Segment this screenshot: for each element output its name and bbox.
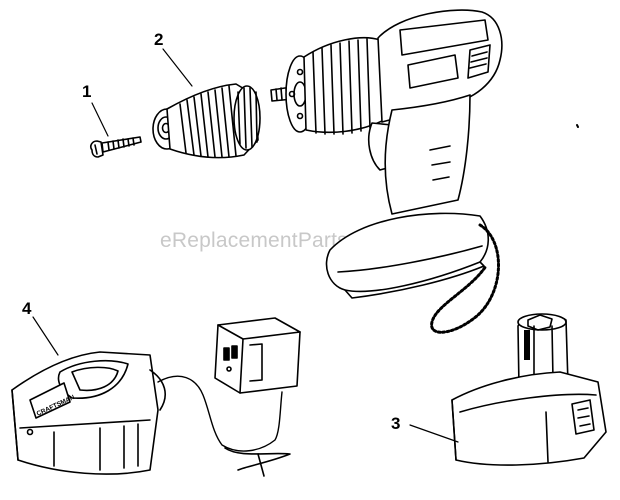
callout-4: 4 [22, 299, 32, 318]
wall-adapter-icon [214, 317, 301, 394]
chuck-icon [152, 83, 261, 159]
callout-1: 1 [82, 82, 92, 101]
callout-3: 3 [391, 414, 401, 433]
charger-icon [11, 351, 166, 475]
drill-body-icon [270, 9, 503, 334]
screw-icon [90, 136, 142, 158]
callout-2: 2 [154, 30, 164, 49]
battery-pack-icon [451, 313, 607, 466]
